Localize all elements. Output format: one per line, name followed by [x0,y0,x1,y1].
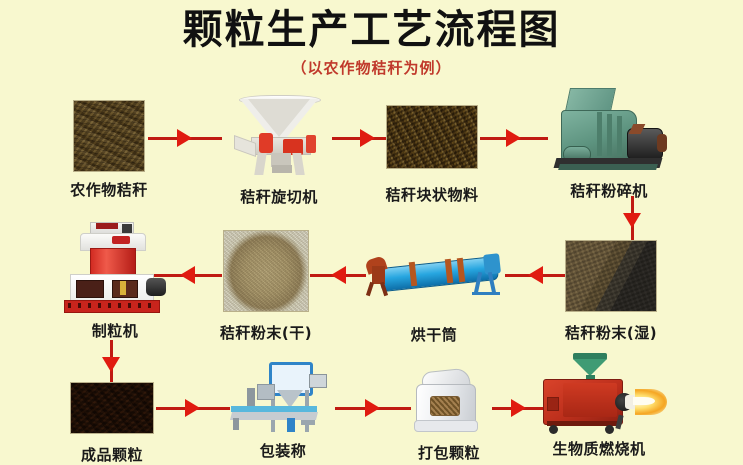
straw-powder-dry-photo [223,230,309,312]
rotary-dryer-illustration [358,248,510,304]
connector-c4 [619,196,645,244]
connector-c3 [480,125,548,151]
node-finished-pellets: 成品颗粒 [70,382,154,464]
connector-c9 [156,395,230,421]
page-title: 颗粒生产工艺流程图 [182,7,561,53]
node-label: 烘干筒 [410,326,458,344]
arrow-head-icon [360,129,375,147]
bagged-pellets-illustration [408,367,490,432]
node-label: 秸秆旋切机 [240,188,318,206]
node-label: 成品颗粒 [80,446,144,464]
arrow-head-icon [623,213,641,228]
node-rotary-dryer: 烘干筒 [358,248,510,344]
straw-block-photo [386,105,478,169]
connector-c2 [332,125,404,151]
node-label: 秸秆块状物料 [385,186,479,204]
node-straw-powder-dry: 秸秆粉末(干) [220,230,312,342]
arrow-head-icon [185,399,200,417]
biomass-burner-illustration [529,353,669,435]
connector-c7 [152,262,222,288]
pellet-mill-illustration [60,222,170,314]
node-packing-scale: 包装称 [230,362,335,460]
connector-c5 [505,262,565,288]
node-label: 制粒机 [91,322,139,340]
arrow-head-icon [528,266,543,284]
page-subtitle: （以农作物秸秆为例） [291,59,452,77]
packing-scale-illustration [230,362,335,432]
node-pellet-mill: 制粒机 [60,222,170,340]
arrow-head-icon [180,266,195,284]
arrow-head-icon [102,357,120,372]
node-straw-powder-wet: 秸秆粉末(湿) [565,240,657,342]
node-label: 包装称 [259,442,307,460]
node-label: 秸秆粉末(干) [219,324,313,342]
node-crop-straw: 农作物秸秆 [70,100,147,199]
connector-c1 [148,125,222,151]
connector-c8 [98,340,124,388]
connector-c10 [335,395,411,421]
arrow-head-icon [511,399,526,417]
straw-crusher-illustration [545,88,673,176]
arrow-head-icon [177,129,192,147]
node-label: 秸秆粉末(湿) [564,324,658,342]
node-label: 农作物秸秆 [70,181,148,199]
connector-c6 [310,262,366,288]
straw-powder-wet-photo [565,240,657,312]
arrow-head-icon [365,399,380,417]
node-label: 生物质燃烧机 [552,440,646,458]
finished-pellets-photo [70,382,154,434]
node-label: 打包颗粒 [417,444,481,462]
arrow-head-icon [506,129,521,147]
node-label: 秸秆粉碎机 [570,182,648,200]
node-straw-cutter: 秸秆旋切机 [226,95,332,206]
crop-straw-photo [73,100,145,172]
node-bagged-pellets: 打包颗粒 [408,367,490,462]
arrow-head-icon [331,266,346,284]
node-straw-crusher: 秸秆粉碎机 [545,88,673,200]
connector-c11 [492,395,546,421]
node-straw-block: 秸秆块状物料 [385,105,478,204]
node-biomass-burner: 生物质燃烧机 [529,353,669,458]
straw-cutter-illustration [226,95,332,177]
